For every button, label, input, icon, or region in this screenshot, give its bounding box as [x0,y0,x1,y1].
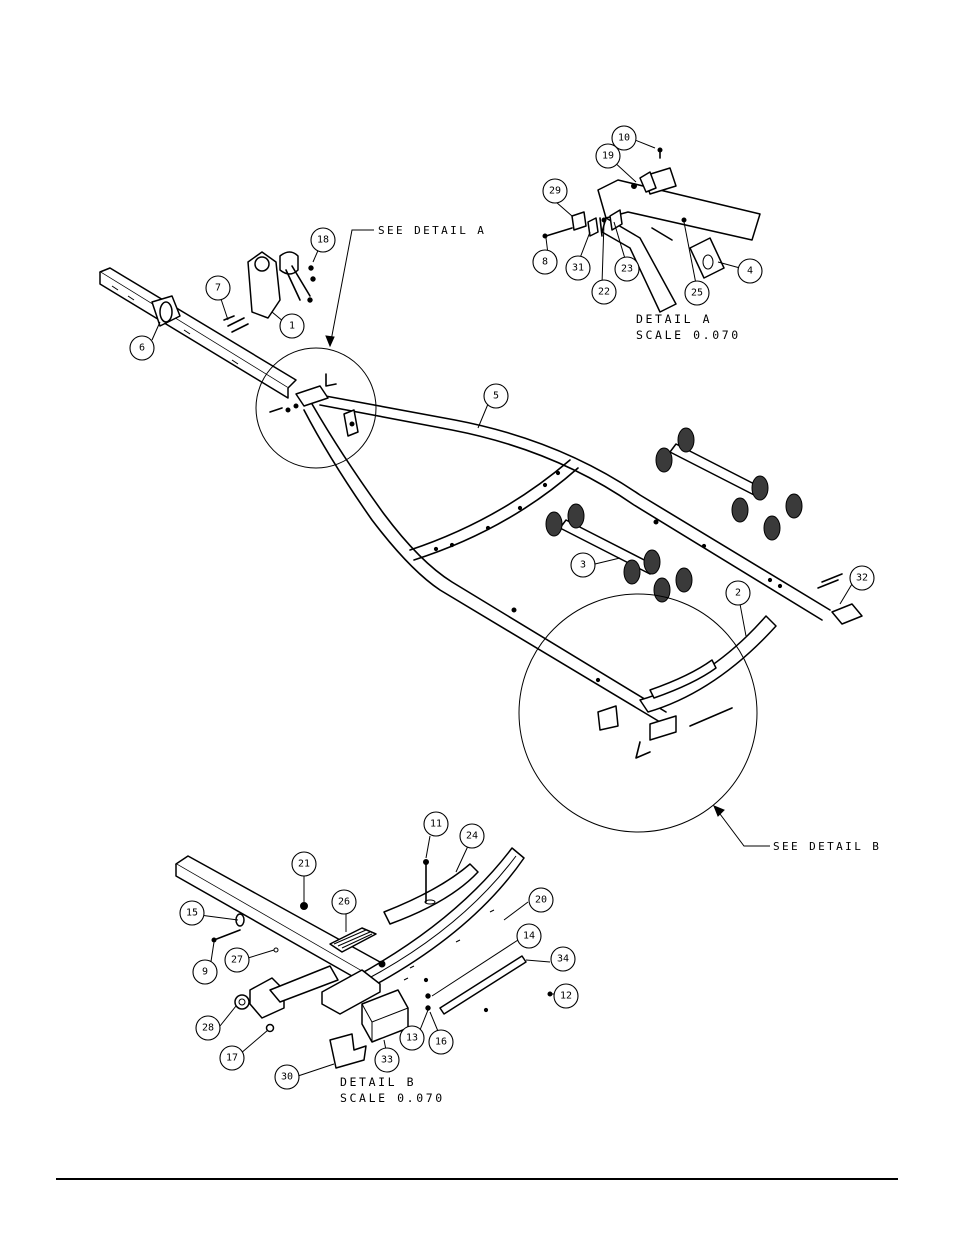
svg-text:24: 24 [466,831,478,842]
svg-text:14: 14 [523,931,535,942]
balloon-23: 23 [614,256,640,282]
balloon-31: 31 [565,255,591,281]
bunk-bracket-part-2 [597,573,863,759]
svg-text:11: 11 [430,819,442,830]
svg-text:28: 28 [202,1023,214,1034]
svg-text:20: 20 [535,895,547,906]
svg-text:34: 34 [557,954,569,965]
svg-text:5: 5 [493,391,499,402]
detail-b-drawing [175,847,553,1069]
svg-text:16: 16 [435,1037,447,1048]
svg-text:6: 6 [139,343,145,354]
balloon-21: 21 [291,851,317,877]
coupler-area-hardware [269,373,359,437]
see-detail-a-note: SEE DETAIL A [378,224,486,237]
balloon-4: 4 [737,258,763,284]
detail-a-scale: SCALE 0.070 [636,328,741,342]
balloon-6: 6 [129,335,155,361]
detail-b-boundary [518,593,758,833]
svg-text:2: 2 [735,588,741,599]
balloon-9: 9 [192,959,218,985]
svg-text:3: 3 [580,560,586,571]
balloon-15: 15 [179,900,205,926]
svg-text:10: 10 [618,133,630,144]
detail-a-title: DETAIL A [636,312,712,326]
detail-b-title: DETAIL B [340,1075,416,1089]
leader-lines [151,137,853,1077]
svg-text:26: 26 [338,897,350,908]
frame-holes [433,470,783,683]
svg-text:23: 23 [621,264,633,275]
svg-text:32: 32 [856,573,868,584]
svg-text:25: 25 [691,288,703,299]
balloon-8: 8 [532,249,558,275]
balloon-25: 25 [684,280,710,306]
balloon-13: 13 [399,1025,425,1051]
main-frame-assembly [99,251,863,833]
svg-text:33: 33 [381,1055,393,1066]
svg-text:22: 22 [598,287,610,298]
balloon-32: 32 [849,565,875,591]
svg-text:9: 9 [202,967,208,978]
svg-text:19: 19 [602,151,614,162]
balloon-20: 20 [528,887,554,913]
svg-text:21: 21 [298,859,310,870]
balloon-27: 27 [224,947,250,973]
svg-text:8: 8 [542,257,548,268]
balloon-26: 26 [331,889,357,915]
balloon-5: 5 [483,383,509,409]
balloon-17: 17 [219,1045,245,1071]
detail-b-scale: SCALE 0.070 [340,1091,445,1105]
svg-text:12: 12 [560,991,572,1002]
balloon-22: 22 [591,279,617,305]
tongue-part-6 [99,267,297,399]
balloon-11: 11 [423,811,449,837]
svg-text:31: 31 [572,263,584,274]
svg-text:4: 4 [747,266,753,277]
detail-a-boundary [255,347,377,469]
main-frame-part-5 [303,394,831,723]
svg-text:15: 15 [186,908,198,919]
balloon-33: 33 [374,1047,400,1073]
winch-stand-part-1 [223,251,316,333]
balloon-10: 10 [611,125,637,151]
svg-text:7: 7 [215,283,221,294]
balloon-28: 28 [195,1015,221,1041]
balloon-19: 19 [595,143,621,169]
balloon-3: 3 [570,552,596,578]
svg-text:13: 13 [406,1033,418,1044]
balloon-34: 34 [550,946,576,972]
svg-text:30: 30 [281,1072,293,1083]
svg-text:1: 1 [289,321,295,332]
balloon-14: 14 [516,923,542,949]
balloon-24: 24 [459,823,485,849]
balloon-2: 2 [725,580,751,606]
balloon-12: 12 [553,983,579,1009]
svg-text:27: 27 [231,955,243,966]
balloon-1: 1 [279,313,305,339]
roller-assembly-part-3 [545,503,693,603]
svg-text:29: 29 [549,186,561,197]
roller-assembly-rear [655,427,803,541]
see-detail-b-note: SEE DETAIL B [773,840,881,853]
balloon-30: 30 [274,1064,300,1090]
balloon-18: 18 [310,227,336,253]
svg-text:17: 17 [226,1053,238,1064]
detail-a-drawing [542,147,761,313]
svg-text:18: 18 [317,235,329,246]
balloon-29: 29 [542,178,568,204]
balloon-7: 7 [205,275,231,301]
balloon-16: 16 [428,1029,454,1055]
